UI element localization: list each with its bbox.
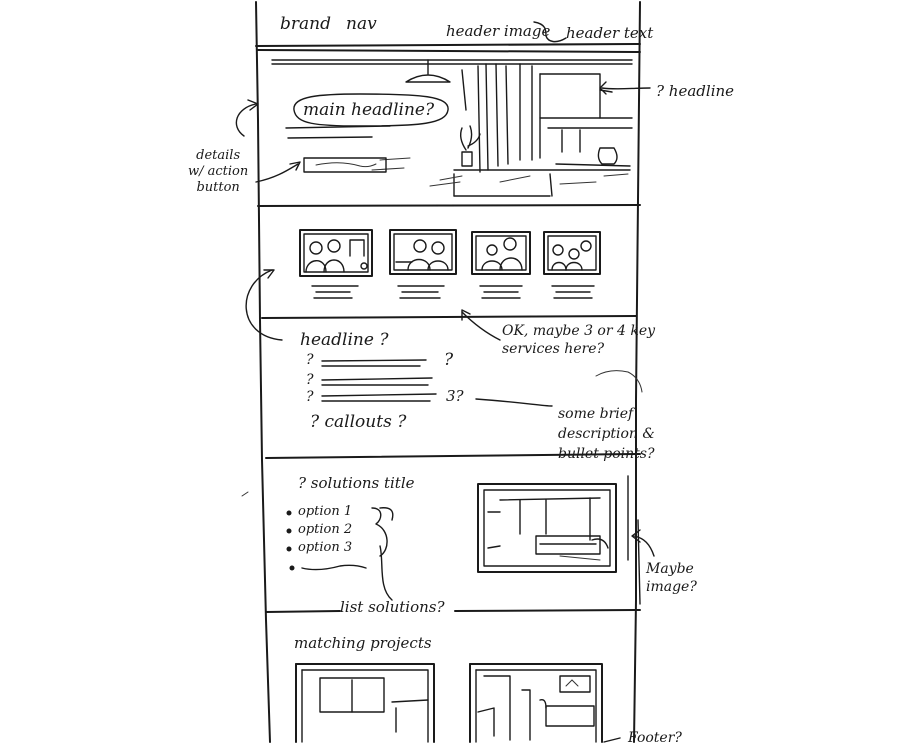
hero-button-label	[315, 162, 377, 168]
callout-marker-1: ?	[306, 352, 314, 368]
option-bullet-3	[286, 546, 292, 552]
hero-text-line-2	[287, 136, 373, 139]
callout-line-3	[321, 393, 437, 397]
header-image-label: header image	[446, 22, 551, 40]
option-line-4	[301, 564, 367, 571]
solutions-title: ? solutions title	[298, 474, 415, 492]
callout-line-1	[321, 359, 427, 362]
service-card-1	[299, 229, 373, 277]
service-cards	[299, 229, 601, 299]
solution-option-2[interactable]: option 2	[298, 522, 353, 537]
solutions-bottom-line-2	[454, 609, 641, 612]
arrow-details-top	[235, 103, 257, 137]
arrow-footer	[603, 737, 621, 743]
arrow-list-solutions	[379, 545, 393, 601]
project-image-2	[469, 663, 603, 743]
nav-label[interactable]: nav	[346, 14, 377, 34]
callouts-headline: headline ?	[300, 330, 389, 350]
arrow-details-bottom	[255, 163, 299, 183]
page-frame-right	[633, 1, 641, 743]
maybe-image-note: Maybe image?	[646, 561, 697, 595]
options-bracket	[371, 507, 388, 557]
option-bullet-2	[286, 528, 292, 534]
hero-button	[303, 157, 387, 173]
service-card-4	[543, 231, 601, 275]
solutions-bottom-line	[265, 610, 341, 613]
details-note: details w/ action button	[188, 148, 249, 195]
footer-note: Footer?	[628, 730, 682, 746]
header-text-label: header text	[566, 24, 654, 42]
hero-text-line-1	[285, 125, 391, 129]
page-frame-left	[255, 1, 271, 743]
callouts-label: ? callouts ?	[310, 412, 407, 432]
list-solutions-note: list solutions?	[340, 598, 445, 616]
callouts-note: some brief description & bullet points?	[558, 406, 655, 462]
brand-label[interactable]: brand	[280, 14, 331, 34]
headline-bubble	[293, 93, 449, 127]
services-bottom-line	[261, 315, 637, 319]
solution-option-1[interactable]: option 1	[298, 504, 353, 519]
service-card-2	[389, 229, 457, 275]
callout-line-mark-2: 3?	[446, 387, 464, 405]
headline-note: ? headline	[656, 82, 735, 100]
hero-image-sketch	[271, 59, 633, 197]
hero-bottom-line	[257, 204, 641, 207]
service-card-3	[471, 231, 531, 275]
header-image-connector	[533, 21, 567, 43]
header-divider	[255, 43, 641, 47]
callout-marker-2: ?	[306, 372, 314, 388]
main-headline: main headline?	[303, 100, 435, 120]
arrow-services-note	[461, 311, 501, 341]
solution-option-3[interactable]: option 3	[298, 540, 353, 555]
project-image-1	[295, 663, 435, 743]
projects-title: matching projects	[294, 634, 432, 652]
solutions-image-sketch	[477, 483, 617, 573]
callout-note-connector	[475, 398, 553, 407]
callout-line-mark-1: ?	[444, 350, 454, 370]
option-bullet-4	[289, 565, 295, 571]
hero-top-line	[257, 49, 641, 53]
services-note: OK, maybe 3 or 4 key services here?	[502, 323, 656, 357]
option-bullet-1	[286, 510, 292, 516]
arrow-maybe-image	[633, 535, 655, 557]
callout-marker-3: ?	[306, 389, 314, 405]
arrow-hero-headline	[601, 87, 651, 90]
callouts-bottom-line	[265, 453, 641, 459]
callout-scribble	[595, 370, 643, 393]
callout-line-2	[321, 377, 433, 381]
arrow-services-left	[245, 269, 283, 341]
